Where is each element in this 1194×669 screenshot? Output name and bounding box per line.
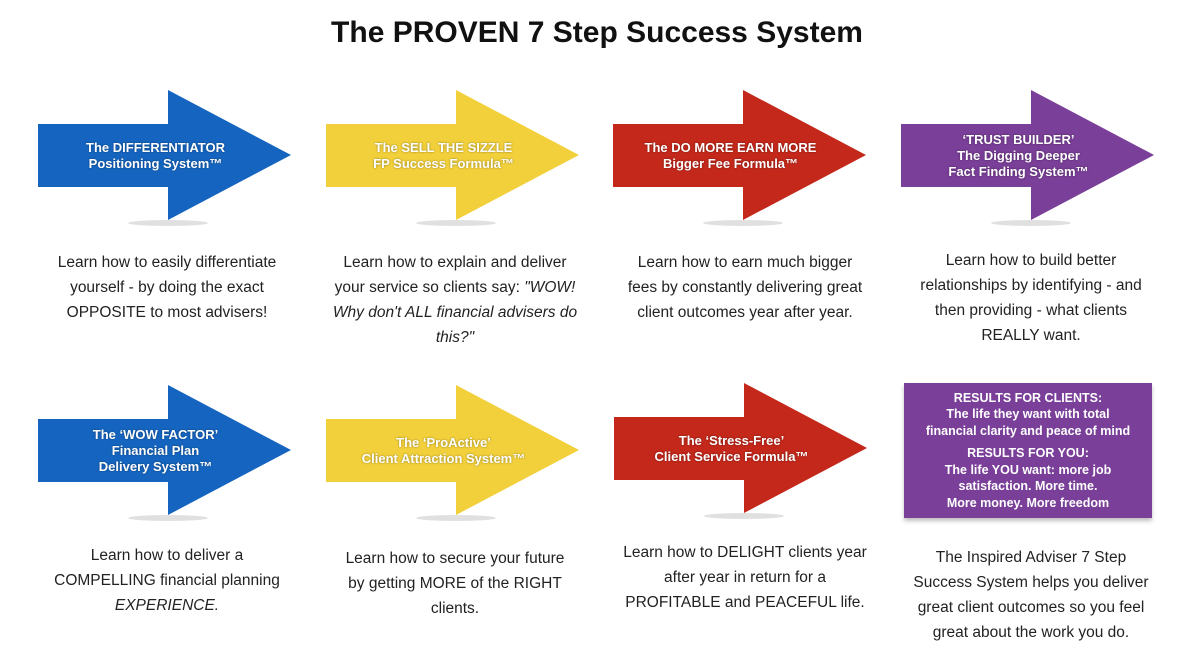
results-you-heading: RESULTS FOR YOU: [967,446,1089,461]
step-label-line: Bigger Fee Formula™ [662,156,799,171]
step-arrow-6: The ‘ProActive’Client Attraction System™ [326,385,582,521]
step-label-line: Client Attraction System™ [361,451,526,466]
desc-line: EXPERIENCE. [114,597,220,614]
step-description-5: Learn how to deliver a COMPELLING financi… [32,543,302,618]
desc-line: Learn how to secure your future [345,550,565,567]
step-description-3: Learn how to earn much bigger fees by con… [610,250,880,325]
step-label: The ‘ProActive’Client Attraction System™ [336,385,551,517]
step-label-line: The ‘ProActive’ [396,435,491,450]
step-label-line: Client Service Formula™ [654,449,809,464]
step-description-2: Learn how to explain and deliver your ser… [320,250,590,350]
arrow-shape [38,385,291,521]
desc-line: COMPELLING financial planning [54,572,280,589]
step-label-line: The DO MORE EARN MORE [644,140,817,155]
desc-line: after year in return for a [664,569,826,586]
step-description-7: Learn how to DELIGHT clients year after y… [610,540,880,615]
results-you-line: The life YOU want: more job [944,462,1112,477]
step-label-line: The ‘Stress-Free’ [678,433,785,448]
step-description-6: Learn how to secure your future by gettin… [320,546,590,621]
step-label-line: Delivery System™ [98,459,213,474]
desc-line: clients. [430,600,480,617]
results-description: The Inspired Adviser 7 Step Success Syst… [896,545,1166,645]
results-you-line: More money. More freedom [946,495,1110,510]
step-arrow-7: The ‘Stress-Free’Client Service Formula™ [614,383,870,519]
arrow-shape [901,90,1154,226]
desc-line: Success System helps you deliver [913,574,1149,591]
step-label-line: Financial Plan [111,443,200,458]
desc-line: Learn how to explain and deliver [343,254,567,271]
step-label-line: The ‘WOW FACTOR’ [92,427,219,442]
desc-line: fees by constantly delivering great [627,279,863,296]
desc-line: Learn how to deliver a [90,547,244,564]
desc-line: relationships by identifying - and [920,277,1142,294]
desc-line: OPPOSITE to most advisers! [66,304,268,321]
results-box: RESULTS FOR CLIENTS: The life they want … [904,383,1152,518]
results-clients-heading: RESULTS FOR CLIENTS: [953,390,1103,405]
desc-line: Learn how to easily differentiate [57,254,277,271]
results-you-line: satisfaction. More time. [958,479,1098,494]
desc-line: client outcomes year after year. [637,304,853,321]
arrow-shape [613,90,866,226]
results-clients-line: The life they want with total [946,407,1110,422]
desc-line: PROFITABLE and PEACEFUL life. [625,594,865,611]
arrow-shape [614,383,867,519]
results-clients-line: financial clarity and peace of mind [925,423,1131,438]
step-label-line: Positioning System™ [88,156,223,171]
step-label-line: The SELL THE SIZZLE [374,140,513,155]
arrow-shape [38,90,291,226]
desc-line: Learn how to DELIGHT clients year [623,544,867,561]
desc-line: by getting MORE of the RIGHT [348,575,562,592]
desc-line: your service so clients say: [334,279,525,296]
desc-line: Learn how to build better [945,252,1117,269]
step-description-4: Learn how to build better relationships b… [896,248,1166,348]
page-title: The PROVEN 7 Step Success System [331,16,863,49]
step-label-line: FP Success Formula™ [373,156,514,171]
desc-line: yourself - by doing the exact [70,279,264,296]
desc-line: "WOW! Why don't ALL financial advisers d… [332,279,578,346]
step-label: The ‘Stress-Free’Client Service Formula™ [624,383,839,515]
arrow-shape [326,385,579,521]
step-label-line: ‘TRUST BUILDER’ [962,132,1075,147]
step-label-line: The Digging Deeper [957,148,1080,163]
step-label-line: The DIFFERENTIATOR [86,140,225,155]
desc-line: Learn how to earn much bigger [637,254,853,271]
step-label-line: Fact Finding System™ [948,164,1089,179]
step-description-1: Learn how to easily differentiate yoursel… [32,250,302,325]
desc-line: great about the work you do. [932,624,1130,641]
arrow-shape [326,90,579,226]
desc-line: REALLY want. [981,327,1081,344]
desc-line: The Inspired Adviser 7 Step [935,549,1127,566]
desc-line: great client outcomes so you feel [917,599,1145,616]
desc-line: then providing - what clients [934,302,1128,319]
